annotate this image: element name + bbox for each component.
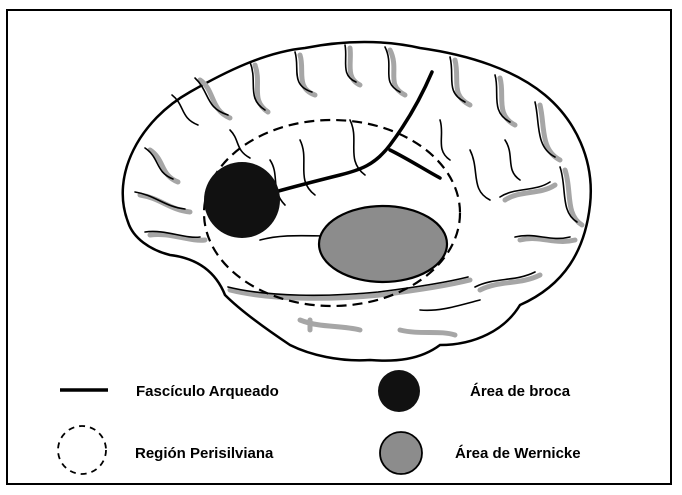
legend-arcuate-label: Fascículo Arqueado xyxy=(136,383,279,400)
legend-wernicke-label: Área de Wernicke xyxy=(455,445,581,462)
legend-wernicke-swatch xyxy=(380,432,422,474)
brain-outline xyxy=(123,42,591,361)
wernicke-area xyxy=(319,206,447,282)
legend-broca-swatch xyxy=(378,370,420,412)
broca-area xyxy=(204,162,280,238)
legend-broca-label: Área de broca xyxy=(470,383,570,400)
legend-perisylvian-swatch xyxy=(58,426,106,474)
legend-perisylvian-label: Región Perisilviana xyxy=(135,445,273,462)
